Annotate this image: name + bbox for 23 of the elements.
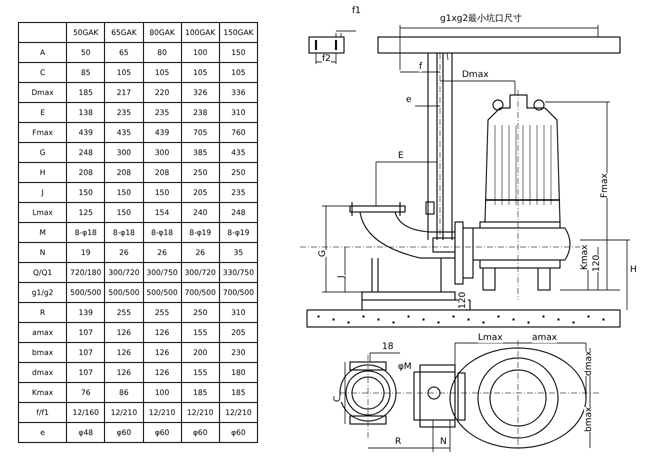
dimension-label: J bbox=[337, 275, 347, 278]
dimension-label: H bbox=[630, 265, 637, 275]
dimension-label: 120 bbox=[592, 254, 602, 272]
dimension-label: f1 bbox=[352, 6, 361, 16]
dimension-label: g1xg2最小坑口尺寸 bbox=[440, 14, 522, 24]
dimension-label: Lmax bbox=[478, 333, 503, 343]
dimension-label: amax bbox=[532, 333, 558, 343]
dimension-label: 120 bbox=[458, 292, 468, 309]
dimension-label: φM bbox=[398, 362, 412, 372]
dimension-label: Kmax bbox=[580, 244, 590, 270]
dimension-label: 18 bbox=[382, 342, 394, 352]
dimension-label: f bbox=[419, 62, 422, 72]
dimension-label: dmax bbox=[584, 350, 594, 376]
dimension-label: Fmax bbox=[600, 173, 610, 198]
dimension-label: f2 bbox=[322, 54, 331, 64]
dimension-label: G bbox=[318, 250, 328, 257]
dimension-label: bmax bbox=[584, 406, 594, 432]
dimension-label: N bbox=[440, 437, 447, 447]
dimension-label: R bbox=[395, 437, 402, 447]
dimension-label: Dmax bbox=[462, 70, 489, 80]
dimension-label: e bbox=[406, 95, 412, 105]
dimension-label: C bbox=[333, 396, 343, 402]
dimension-label: E bbox=[398, 151, 404, 161]
